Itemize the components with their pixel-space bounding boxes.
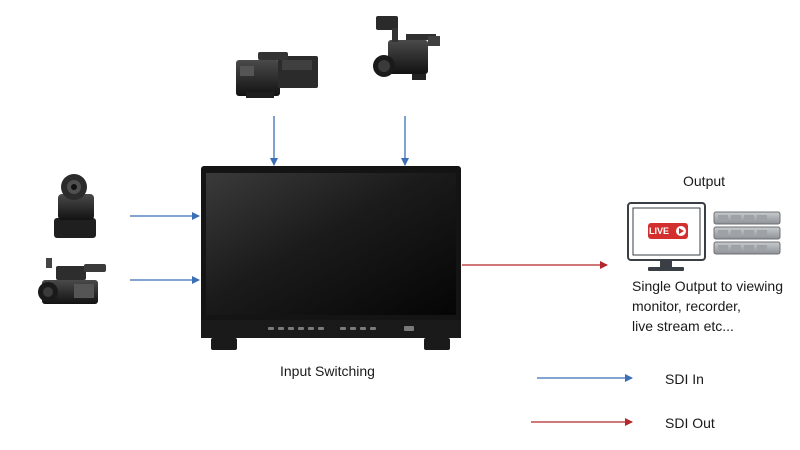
- reference-monitor-icon: [201, 166, 461, 350]
- legend-sdi-out-label: SDI Out: [665, 415, 715, 431]
- live-badge-text: LIVE: [649, 226, 670, 236]
- output-description-line: monitor, recorder,: [632, 298, 741, 314]
- ptz-camera-icon: [54, 174, 96, 238]
- broadcast-camera-icon: [236, 52, 318, 98]
- cinema-camera-icon: [373, 16, 440, 80]
- input-switching-label: Input Switching: [280, 363, 375, 379]
- recorder-icon: [713, 211, 781, 255]
- camcorder-icon: [38, 258, 106, 304]
- output-description-line: Single Output to viewing: [632, 278, 783, 294]
- output-description: Single Output to viewing monitor, record…: [632, 276, 783, 336]
- output-heading: Output: [683, 173, 726, 189]
- legend-sdi-in-label: SDI In: [665, 371, 704, 387]
- viewing-monitor-icon: [627, 202, 706, 271]
- output-description-line: live stream etc...: [632, 318, 734, 334]
